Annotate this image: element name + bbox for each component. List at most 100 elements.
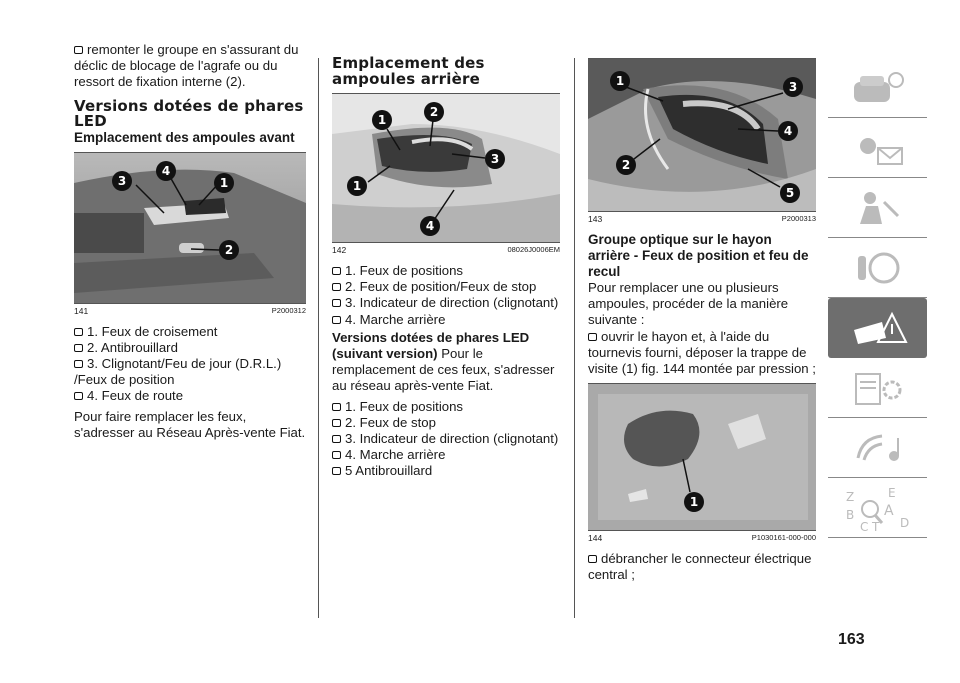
bullet-icon bbox=[588, 555, 597, 564]
list-item: ouvrir le hayon et, à l'aide du tournevi… bbox=[588, 328, 816, 377]
tab-warning-lights[interactable] bbox=[828, 118, 927, 178]
chapter-tabs: Z E B A C T D bbox=[828, 58, 927, 538]
figure-144: 1 bbox=[588, 383, 816, 532]
column-divider bbox=[318, 58, 319, 618]
page-number: 163 bbox=[838, 631, 865, 648]
bullet-icon bbox=[332, 435, 341, 444]
tab-dashboard[interactable] bbox=[828, 58, 927, 118]
figure-143: 1 3 4 2 5 bbox=[588, 58, 816, 212]
list-item: 1. Feux de positions bbox=[332, 399, 560, 415]
figure-caption-144: 144 P1030161-000-000 bbox=[588, 533, 816, 543]
tab-emergency[interactable] bbox=[828, 298, 927, 358]
callout-4: 4 bbox=[420, 216, 440, 236]
emergency-icon bbox=[853, 311, 908, 344]
figure-caption-142: 142 08026J0006EM bbox=[332, 245, 560, 255]
callout-3: 3 bbox=[485, 149, 505, 169]
callout-1: 1 bbox=[214, 172, 234, 193]
list-item: 4. Feux de route bbox=[74, 388, 306, 404]
bullet-icon bbox=[74, 360, 83, 369]
bullet-icon bbox=[332, 315, 341, 324]
figure-caption-141: 141 P2000312 bbox=[74, 306, 306, 316]
index-icon: Z E B A C T D bbox=[846, 486, 909, 533]
callout-3: 3 bbox=[112, 170, 132, 191]
bullet-icon bbox=[74, 46, 83, 54]
callout-2: 2 bbox=[616, 155, 636, 175]
figure-number: 144 bbox=[588, 533, 603, 544]
subheading-led-rear: Versions dotées de phares LED (suivant v… bbox=[332, 329, 530, 362]
callout-2: 2 bbox=[219, 239, 239, 260]
led-paragraph: Versions dotées de phares LED (suivant v… bbox=[332, 329, 555, 394]
callout-1: 1 bbox=[372, 110, 392, 130]
car-dashboard-icon bbox=[853, 71, 904, 102]
tab-safety[interactable] bbox=[828, 178, 927, 238]
column-2: Emplacement des ampoules arrière 1 2 3 1… bbox=[332, 54, 560, 480]
paragraph: Pour remplacer une ou plusieurs ampoules… bbox=[588, 280, 789, 328]
list-item: 1. Feux de croisement bbox=[74, 324, 306, 340]
index-letter: D bbox=[900, 516, 909, 530]
index-letter: B bbox=[846, 508, 854, 522]
figure-number: 141 bbox=[74, 305, 89, 316]
rear-light-illustration bbox=[332, 94, 560, 242]
front-headlight-illustration bbox=[74, 152, 306, 303]
list-item: 3. Indicateur de direction (clignotant) bbox=[332, 295, 560, 311]
bullet-icon bbox=[332, 467, 341, 476]
maintenance-icon bbox=[854, 372, 901, 405]
figure-code: P1030161-000-000 bbox=[751, 533, 816, 543]
list-item: 3. Indicateur de direction (clignotant) bbox=[332, 431, 560, 447]
list-item: 2. Antibrouillard bbox=[74, 340, 306, 356]
tab-driving[interactable] bbox=[828, 238, 927, 298]
bullet-icon bbox=[332, 299, 341, 308]
safety-airbag-icon bbox=[859, 191, 899, 224]
list-item: 4. Marche arrière bbox=[332, 312, 560, 328]
index-letter: T bbox=[871, 520, 880, 533]
list-item: débrancher le connecteur électrique cent… bbox=[588, 551, 812, 583]
figure-code: P2000313 bbox=[781, 214, 816, 223]
callout-4: 4 bbox=[778, 121, 798, 141]
figure-caption-143: 143 P2000313 bbox=[588, 214, 816, 224]
callout-3: 3 bbox=[783, 77, 803, 97]
figure-code: P2000312 bbox=[271, 305, 306, 315]
callout-2: 2 bbox=[424, 102, 444, 122]
inspection-flap-illustration bbox=[588, 384, 816, 531]
section-heading-led: Versions dotées de phares LED bbox=[74, 96, 304, 131]
driving-icon bbox=[857, 252, 899, 283]
tab-multimedia[interactable] bbox=[828, 418, 927, 478]
figure-number: 143 bbox=[588, 214, 603, 224]
bullet-icon bbox=[74, 343, 83, 352]
list-item: 2. Feux de position/Feux de stop bbox=[332, 279, 560, 295]
section-heading-rear-bulbs: Emplacement des ampoules arrière bbox=[332, 54, 485, 88]
subheading-tailgate: Groupe optique sur le hayon arrière - Fe… bbox=[588, 232, 809, 279]
subheading-front-bulbs: Emplacement des ampoules avant bbox=[74, 129, 295, 145]
bullet-icon bbox=[332, 418, 341, 427]
callout-1: 1 bbox=[684, 492, 704, 513]
intro-paragraph: remonter le groupe en s'assurant du décl… bbox=[74, 42, 299, 90]
list-item: 5 Antibrouillard bbox=[332, 463, 560, 479]
callout-4: 4 bbox=[156, 160, 176, 181]
tab-maintenance[interactable] bbox=[828, 358, 927, 418]
index-letter: Z bbox=[846, 490, 854, 504]
tab-index[interactable]: Z E B A C T D bbox=[828, 478, 927, 538]
callout-5: 5 bbox=[780, 183, 800, 203]
index-letter: E bbox=[888, 486, 896, 500]
figure-141: 3 4 1 2 bbox=[74, 151, 306, 304]
column-3: 1 3 4 2 5 143 P2000313 Groupe optique su… bbox=[588, 58, 816, 584]
bullet-icon bbox=[332, 402, 341, 411]
outro-paragraph: Pour faire remplacer les feux, s'adresse… bbox=[74, 408, 306, 440]
figure-number: 142 bbox=[332, 245, 347, 255]
callout-1: 1 bbox=[610, 71, 630, 91]
callout-1: 1 bbox=[347, 176, 367, 196]
list-item: 2. Feux de stop bbox=[332, 415, 560, 431]
list-item: 3. Clignotant/Feu de jour (D.R.L.) bbox=[74, 356, 306, 372]
bullet-icon bbox=[332, 451, 341, 460]
bullet-icon bbox=[332, 283, 341, 292]
list-item: 1. Feux de positions bbox=[332, 263, 560, 279]
bullet-icon bbox=[74, 327, 83, 336]
bullet-icon bbox=[588, 332, 597, 341]
multimedia-icon bbox=[856, 434, 899, 461]
index-letter: C bbox=[860, 520, 868, 533]
figure-code: 08026J0006EM bbox=[507, 245, 560, 254]
column-divider bbox=[574, 58, 575, 618]
list-item: 4. Marche arrière bbox=[332, 447, 560, 463]
bullet-icon bbox=[74, 392, 83, 401]
index-letter: A bbox=[884, 503, 894, 519]
